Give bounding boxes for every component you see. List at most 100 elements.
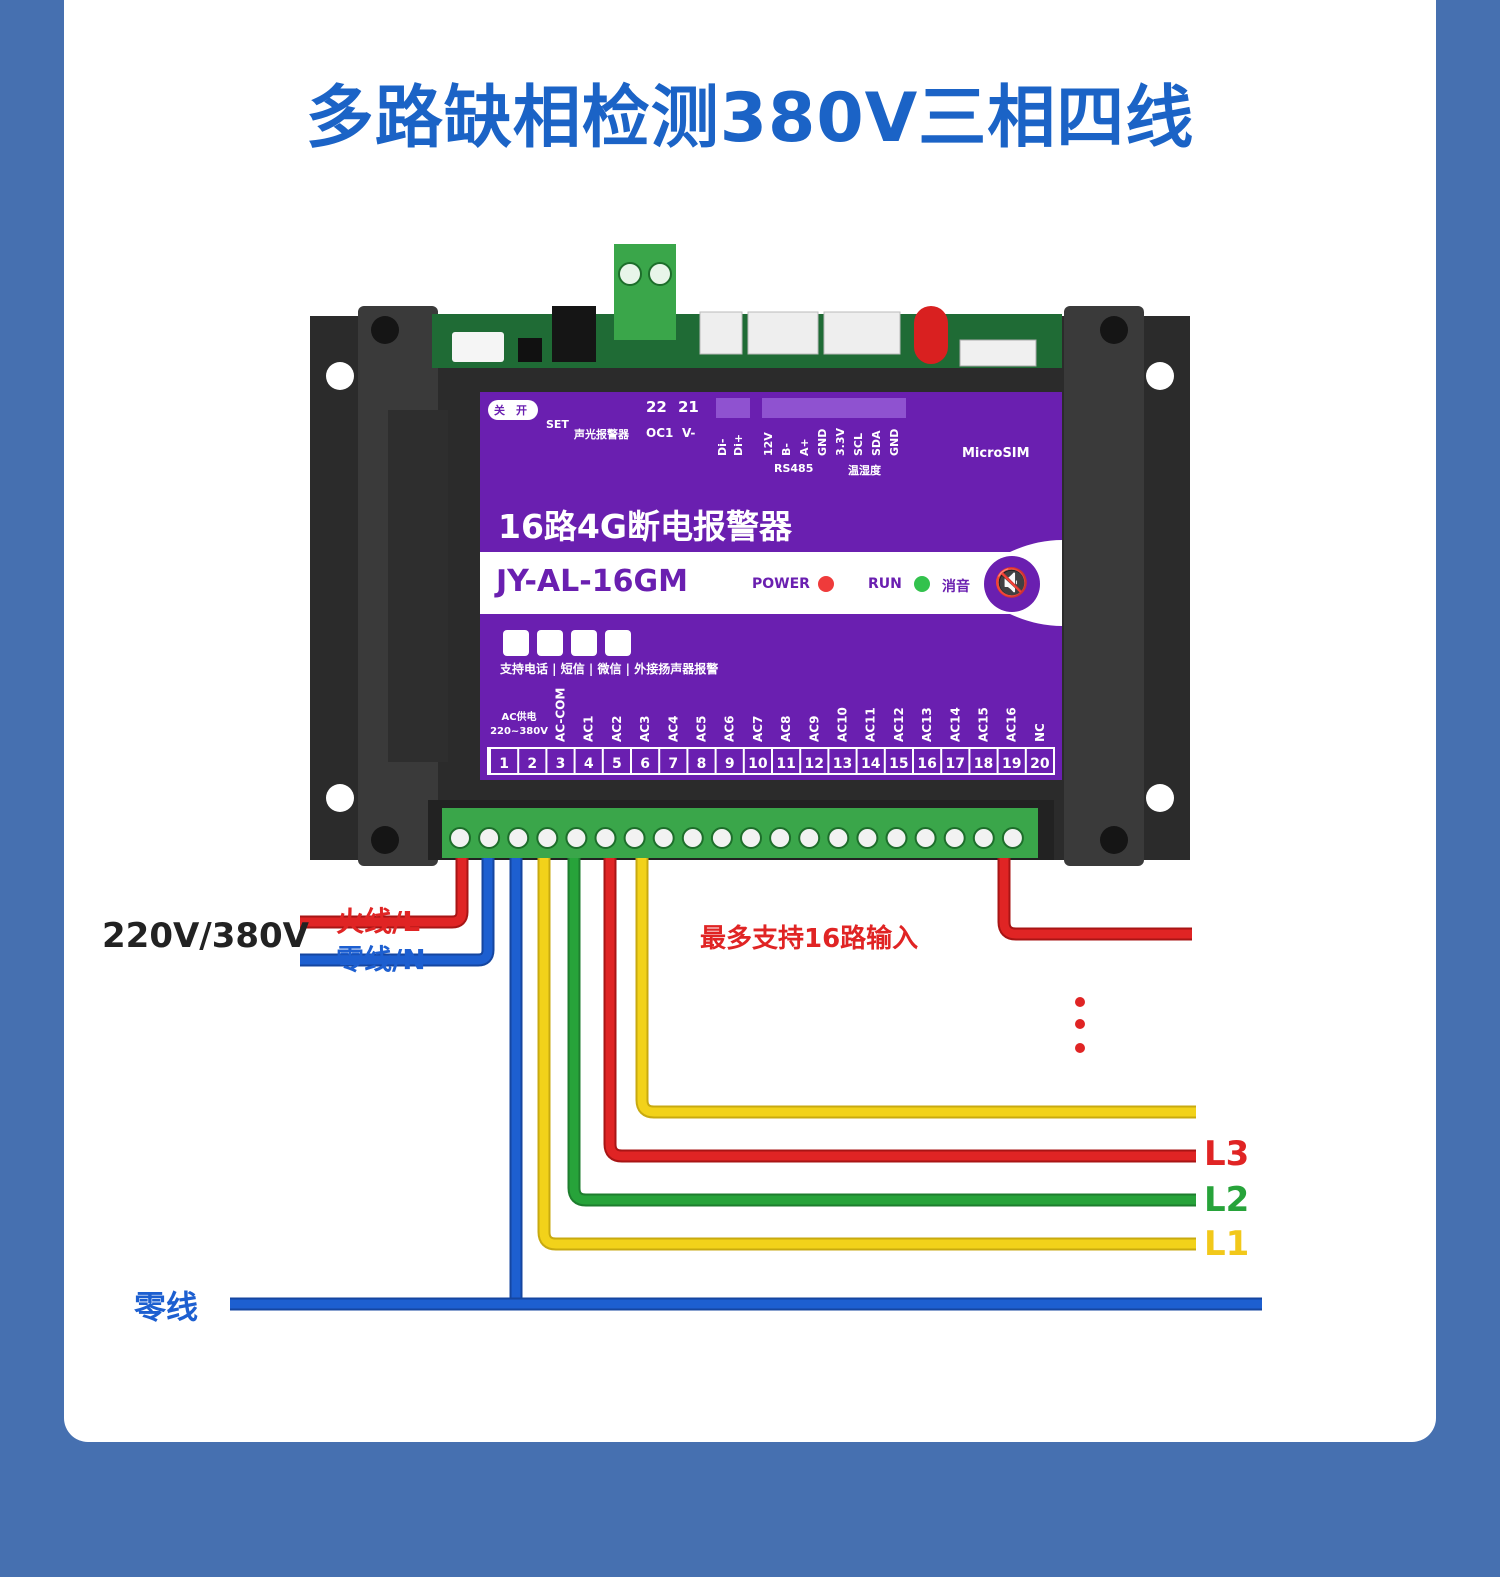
terminal-screw [1001,827,1024,849]
terminal-number: 6 [640,756,650,772]
pin-label: GND [888,429,901,456]
terminal-screw [827,827,850,849]
terminal-label: NC [1033,723,1047,742]
neutral-bus-label: 零线 [134,1288,199,1326]
terminal-screw [972,827,995,849]
terminal-screw [885,827,908,849]
terminal-screw [740,827,762,849]
terminal-number: 7 [668,756,678,772]
pin-label: Di+ [732,434,745,456]
pin-label: 12V [762,432,775,456]
terminal-label: AC2 [610,716,624,742]
toggle-on-label: 开 [516,404,527,417]
terminal-number: 20 [1030,756,1050,772]
terminal-label: 220~380V [490,726,548,737]
terminal-label: AC12 [892,707,906,742]
terminal-label: AC供电 [501,710,536,723]
terminal-number: 12 [805,756,824,772]
vminus-label: V- [682,426,696,440]
power-label: POWER [752,576,810,592]
pin-label: SCL [852,433,865,456]
terminal-number: 11 [776,756,795,772]
terminal-number: 1 [499,756,509,772]
l2-wire [567,858,1196,1207]
terminal-screw [710,827,733,849]
terminal-label: AC-COM [554,688,568,742]
terminal-label: AC4 [666,716,680,742]
terminal-22-label: 22 [646,398,667,416]
ellipsis-dots [1075,997,1085,1053]
terminal-block [428,800,1054,860]
terminal-label: AC8 [779,716,793,742]
terminal-label: AC13 [920,707,934,742]
terminal-label: AC11 [864,707,878,742]
terminal-screw [681,827,704,849]
terminal-screw [623,827,646,849]
terminal-screw [943,827,966,849]
terminal-screw [856,827,879,849]
terminal-number: 3 [556,756,566,772]
supply-voltage-label: 220V/380V [102,916,309,956]
mute-speaker-icon: 🔇 [994,566,1029,599]
wires [230,858,1262,1311]
terminal-number: 4 [584,756,594,772]
terminal-number: 14 [861,756,881,772]
terminal-label: AC6 [723,716,737,742]
pin-label: A+ [798,438,811,456]
terminal-screw [798,827,821,849]
live-label: 火线/L [336,905,421,938]
terminal-label: AC1 [582,716,596,742]
l1-tap-wire [635,858,1196,1119]
ac16-wire [997,858,1192,941]
terminal-screw [507,827,530,849]
l3-label: L3 [1204,1134,1250,1174]
terminal-number: 16 [917,756,936,772]
terminal-screw [594,827,617,849]
pin-label: GND [816,429,829,456]
terminal-screw [478,827,501,849]
terminal-number: 17 [946,756,965,772]
terminal-number: 19 [1002,756,1021,772]
set-label: SET [546,418,569,431]
terminal-label: AC5 [695,716,709,742]
device-model: JY-AL-16GM [496,564,688,599]
terminal-label: AC10 [836,707,850,742]
terminal-number: 10 [748,756,768,772]
mute-label: 消音 [942,579,970,595]
l2-label: L2 [1204,1180,1250,1220]
rs485-label: RS485 [774,462,814,475]
max-inputs-note: 最多支持16路输入 [700,924,919,954]
terminal-number: 18 [974,756,993,772]
l1-label: L1 [1204,1224,1250,1264]
temp-humidity-label: 温湿度 [848,464,881,477]
pin-label: Di- [716,439,729,456]
terminal-label: AC3 [638,716,652,742]
terminal-21-label: 21 [678,398,699,416]
features-text: 支持电话 | 短信 | 微信 | 外接扬声器报警 [500,662,719,676]
terminal-number: 15 [889,756,908,772]
terminal-screw [536,827,559,849]
terminal-screw [449,827,471,849]
terminal-number: 2 [527,756,537,772]
page-title: 多路缺相检测380V三相四线 [305,79,1195,158]
terminal-label: AC16 [1005,707,1019,742]
pin-label: 3.3V [834,428,847,456]
oc1-label: OC1 [646,426,674,440]
terminal-label: AC9 [807,716,821,742]
terminal-number: 9 [725,756,735,772]
neutral-label: 零线/N [336,943,426,976]
microsim-label: MicroSIM [962,446,1030,461]
device-name: 16路4G断电报警器 [498,507,792,546]
terminal-screw [769,827,792,849]
terminal-label: AC14 [948,707,962,742]
terminal-number: 8 [697,756,707,772]
terminal-label: AC15 [977,707,991,742]
top-pcb [432,244,1062,368]
pin-label: B- [780,443,793,456]
terminal-screw [652,827,675,849]
